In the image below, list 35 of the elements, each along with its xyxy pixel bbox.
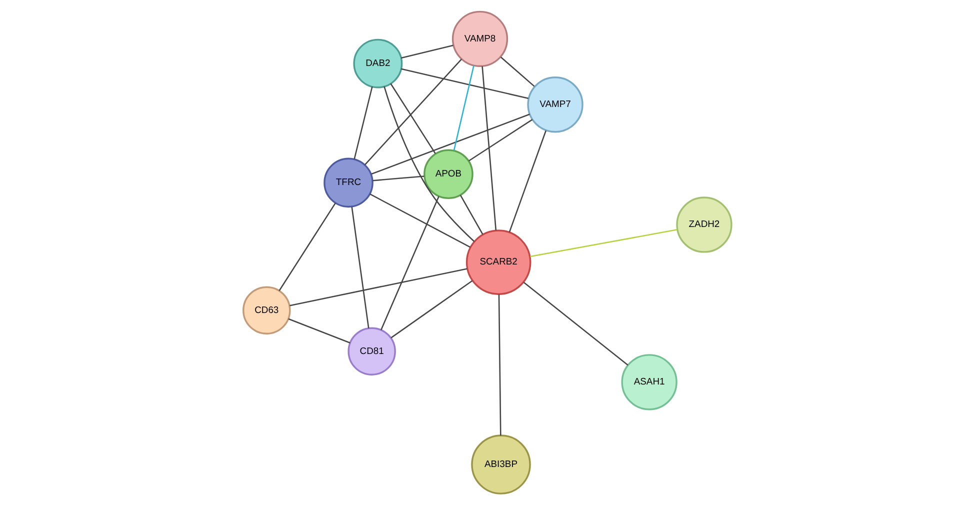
connector — [390, 280, 473, 338]
connector — [288, 318, 350, 344]
connector — [500, 56, 535, 87]
connector — [380, 196, 440, 330]
node-circle: VAMP7 — [527, 76, 584, 133]
connector — [372, 176, 424, 182]
node-circle: TFRC — [324, 158, 374, 208]
connector — [460, 194, 484, 235]
connector — [508, 130, 547, 232]
connector — [390, 83, 436, 154]
node-circle: CD63 — [242, 286, 291, 334]
node-circle: SCARB2 — [466, 230, 532, 295]
node-circle: APOB — [424, 149, 474, 200]
connector — [371, 114, 530, 175]
connector — [354, 86, 373, 160]
connector — [498, 294, 502, 436]
node-circle: DAB2 — [353, 38, 403, 88]
connector — [400, 44, 454, 59]
node-circle: ZADH2 — [676, 196, 732, 253]
connector — [370, 194, 470, 248]
connector — [482, 66, 497, 230]
connector — [290, 268, 468, 306]
node-circle: ABI3BP — [471, 434, 531, 494]
connector — [401, 68, 528, 99]
connector — [278, 202, 336, 292]
node-circle: CD81 — [348, 327, 396, 376]
connector — [351, 206, 370, 328]
connector — [468, 118, 533, 162]
node-circle: ASAH1 — [621, 354, 678, 410]
connector — [384, 86, 475, 242]
connector — [453, 66, 474, 151]
connector — [530, 229, 678, 258]
connector — [523, 282, 628, 366]
connector — [364, 58, 462, 166]
node-circle: VAMP8 — [452, 10, 508, 68]
